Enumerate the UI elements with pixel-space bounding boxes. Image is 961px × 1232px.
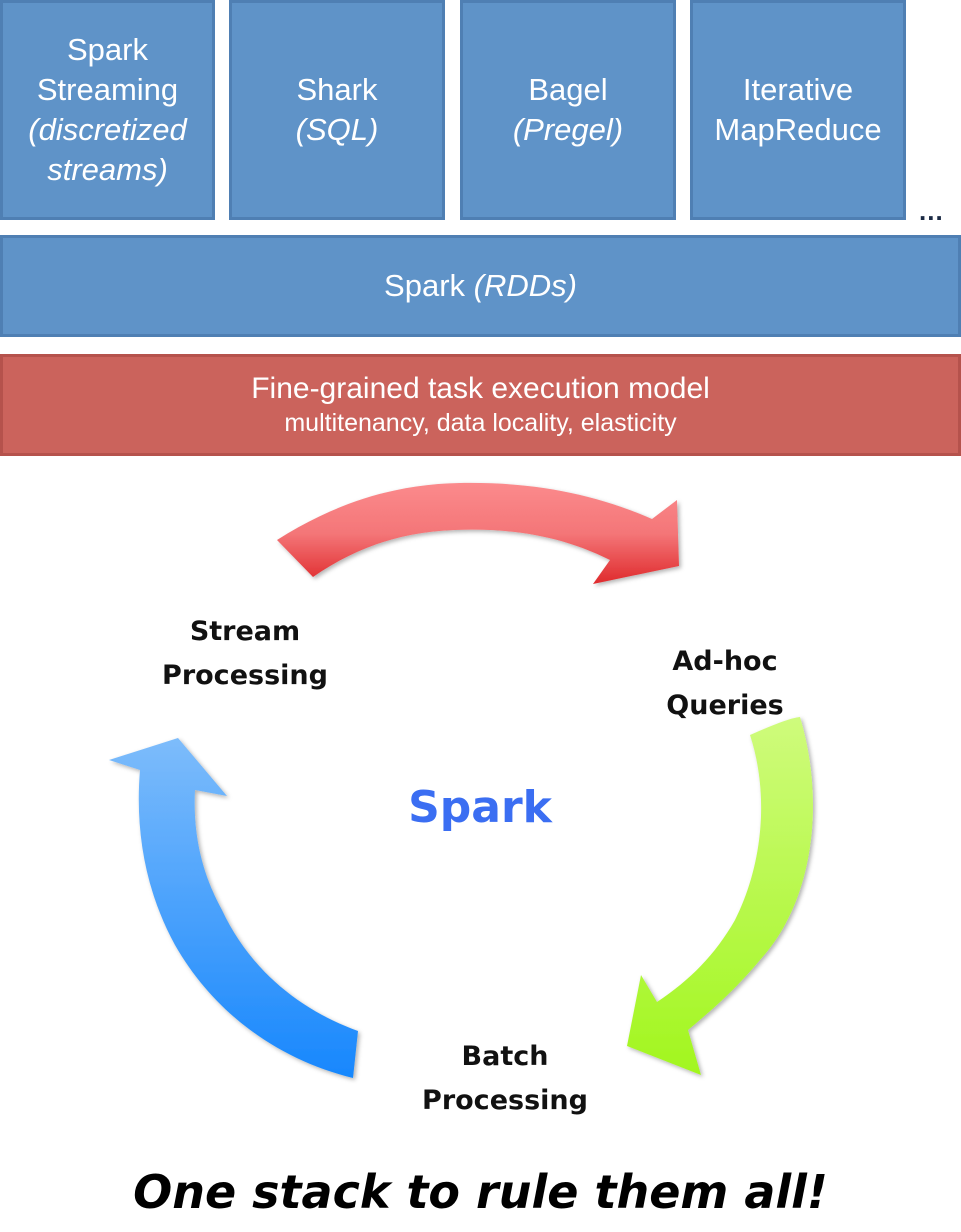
more-libraries-ellipsis: ... — [919, 196, 944, 226]
library-name-line: MapReduce — [714, 112, 882, 147]
library-name-line: Bagel — [528, 72, 608, 107]
node-label-line: Processing — [422, 1085, 588, 1116]
library-name-line: Spark — [67, 32, 148, 67]
execution-model-bar: Fine-grained task execution model multit… — [0, 354, 961, 456]
center-label-spark: Spark — [408, 782, 552, 833]
execution-subtitle: multitenancy, data locality, elasticity — [284, 409, 677, 437]
node-stream-processing: Stream Processing — [120, 610, 370, 698]
node-batch-processing: Batch Processing — [400, 1035, 610, 1123]
library-box-shark: Shark (SQL) — [229, 0, 445, 220]
node-adhoc-queries: Ad-hoc Queries — [620, 640, 830, 728]
core-detail: (RDDs) — [473, 268, 577, 303]
arrow-batch-to-stream — [109, 738, 358, 1078]
library-name-line: Iterative — [742, 72, 854, 107]
node-label-line: Queries — [666, 690, 784, 721]
library-box-spark-streaming: Spark Streaming (discretized streams) — [0, 0, 215, 220]
execution-title: Fine-grained task execution model — [251, 372, 710, 405]
arrow-stream-to-adhoc — [277, 482, 679, 584]
node-label-line: Processing — [162, 660, 328, 691]
library-name-line: Streaming — [36, 72, 179, 107]
library-name-line: Shark — [296, 72, 378, 107]
library-box-bagel: Bagel (Pregel) — [460, 0, 676, 220]
library-detail-line: (discretized — [28, 112, 187, 147]
spark-core-bar: Spark (RDDs) — [0, 235, 961, 337]
library-detail-line: (Pregel) — [512, 112, 624, 147]
node-label-line: Stream — [189, 616, 301, 647]
arrow-adhoc-to-batch — [627, 717, 813, 1075]
node-label-line: Batch — [461, 1041, 549, 1072]
core-name: Spark — [384, 268, 466, 303]
tagline: One stack to rule them all! — [133, 1165, 828, 1219]
node-label-line: Ad-hoc — [672, 646, 778, 677]
library-box-iterative-mapreduce: Iterative MapReduce — [690, 0, 906, 220]
library-detail-line: streams) — [47, 152, 168, 187]
library-detail-line: (SQL) — [295, 112, 379, 147]
